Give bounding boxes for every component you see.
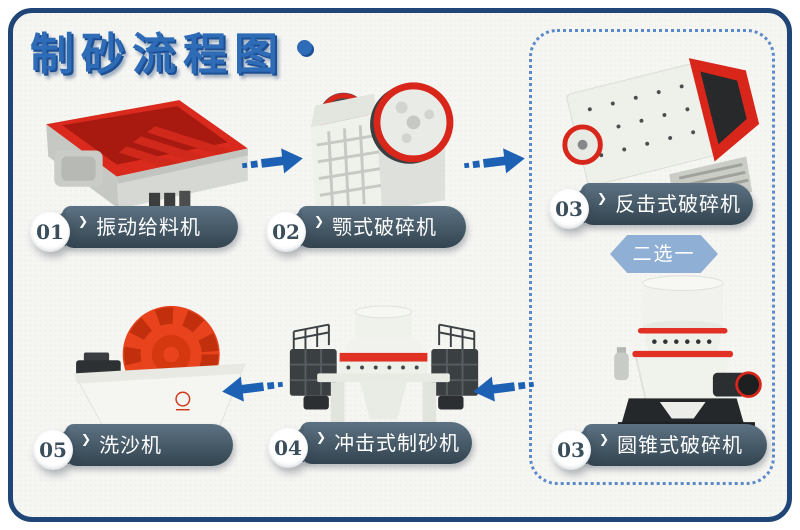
chevron-icon: ❯ [599, 432, 611, 446]
step-label: 冲击式制砂机 [334, 431, 461, 455]
step-label: 圆锥式破碎机 [617, 433, 744, 457]
step-label-pill: ❯ 冲击式制砂机 [300, 422, 472, 464]
step-label-pill: ❯ 反击式破碎机 [581, 183, 753, 225]
step-label: 洗沙机 [99, 433, 163, 457]
flow-arrow-left-icon [219, 368, 284, 407]
step-label: 振动给料机 [96, 215, 202, 239]
step-label-pill: ❯ 洗沙机 [65, 424, 233, 466]
chevron-icon: ❯ [81, 432, 93, 446]
step-label: 颚式破碎机 [332, 215, 438, 239]
sand-washer-illustration [66, 302, 256, 433]
title-dot-icon [297, 40, 312, 55]
step-number-badge: 03 [551, 430, 591, 470]
step-label-pill: ❯ 圆锥式破碎机 [583, 424, 767, 466]
chevron-icon: ❯ [316, 430, 328, 444]
chevron-icon: ❯ [314, 214, 326, 228]
step-number-badge: 01 [30, 212, 70, 252]
step-label: 反击式破碎机 [615, 192, 742, 216]
page-title: 制砂流程图 [30, 18, 312, 82]
flow-arrow-right-icon [462, 142, 527, 181]
chevron-icon: ❯ [597, 191, 609, 205]
step-number-badge: 04 [268, 428, 308, 468]
impact-crusher-illustration [553, 46, 765, 202]
flow-arrow-right-icon [240, 142, 305, 181]
cone-crusher-illustration [605, 270, 765, 428]
step-number-badge: 02 [266, 212, 306, 252]
choice-group-box [529, 29, 775, 485]
page-title-text: 制砂流程图 [30, 29, 285, 80]
vsi-sand-maker-illustration [284, 302, 484, 434]
jaw-crusher-illustration [284, 78, 467, 218]
step-number-badge: 05 [33, 430, 73, 470]
step-number-badge: 03 [549, 189, 589, 229]
flow-arrow-left-icon [470, 368, 535, 407]
step-label-pill: ❯ 振动给料机 [62, 206, 238, 248]
choice-badge: 二选一 [610, 235, 718, 273]
step-label-pill: ❯ 颚式破碎机 [298, 206, 466, 248]
vibrating-feeder-illustration [36, 92, 258, 218]
chevron-icon: ❯ [78, 214, 90, 228]
